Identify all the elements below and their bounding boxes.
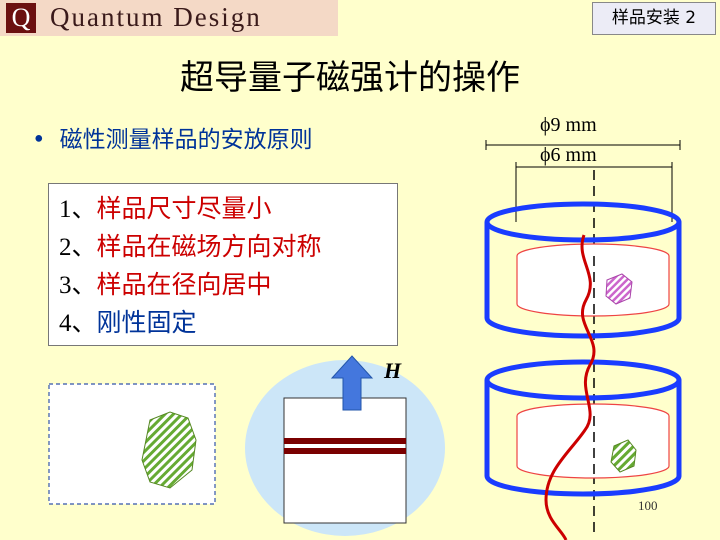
rule-text: 样品尺寸尽量小 (96, 194, 272, 223)
rule-text: 刚性固定 (96, 308, 197, 337)
rule-item: 3、样品在径向居中 (59, 266, 397, 304)
rule-number: 1、 (59, 196, 97, 223)
rule-text: 样品在磁场方向对称 (96, 232, 322, 261)
field-arrow-icon (330, 355, 374, 411)
lower-coil-body (484, 380, 682, 497)
rule-item: 2、样品在磁场方向对称 (59, 228, 397, 266)
rule-number: 2、 (59, 234, 97, 261)
bullet-text: 磁性测量样品的安放原则 (59, 127, 313, 153)
rule-text: 样品在径向居中 (96, 270, 272, 299)
rules-box: 1、样品尺寸尽量小 2、样品在磁场方向对称 3、样品在径向居中 4、刚性固定 (48, 183, 398, 346)
lower-pickup-coil (484, 359, 682, 497)
superconducting-wire (544, 234, 596, 540)
bullet-heading: • 磁性测量样品的安放原则 (32, 120, 313, 154)
upper-coil-body (484, 222, 682, 339)
slide-section-tag: 样品安装 2 (592, 2, 716, 35)
logo-q-mark: Q (6, 3, 36, 33)
rule-number: 3、 (59, 272, 97, 299)
rule-number: 4、 (59, 310, 97, 337)
upper-pickup-coil (484, 201, 682, 339)
rule-item: 4、刚性固定 (59, 304, 397, 342)
inner-diameter-label: ϕ6 mm (540, 144, 597, 166)
lower-coil-top (484, 359, 682, 401)
sample-layer-top (284, 438, 406, 444)
bullet-symbol: • (32, 127, 46, 153)
pink-sample (605, 273, 633, 305)
outer-diameter-label: ϕ9 mm (540, 114, 597, 136)
sample-holder-dashed-box (48, 383, 216, 505)
green-sample (610, 439, 637, 473)
straw-section (283, 397, 407, 524)
rule-item: 1、样品尺寸尽量小 (59, 190, 397, 228)
logo-wordmark: Quantum Design (50, 2, 262, 32)
sample-layer-bottom (284, 448, 406, 454)
irregular-sample-shape (141, 411, 197, 489)
page-number: 100 (638, 498, 658, 513)
upper-inner-body (516, 256, 670, 317)
company-logo: Q Quantum Design (0, 0, 338, 36)
field-h-label: H (384, 358, 402, 383)
slide-title: 超导量子磁强计的操作 (180, 58, 520, 98)
lower-inner-body (516, 416, 670, 479)
